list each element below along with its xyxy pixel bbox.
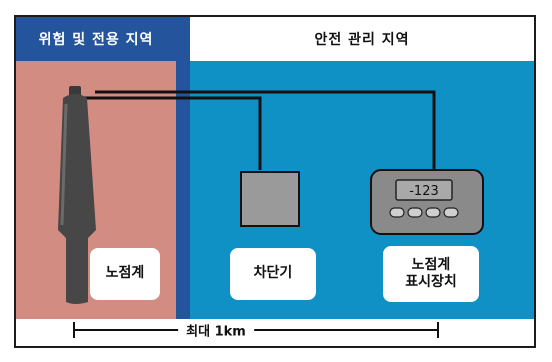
display-button-3 [425, 207, 441, 218]
dewpoint-probe [58, 86, 96, 304]
display-unit: -123 [370, 169, 484, 235]
display-unit-label: 노점계 표시장치 [383, 246, 479, 302]
cable-to-display [95, 90, 436, 170]
display-button-4 [443, 207, 459, 218]
display-screen [395, 179, 453, 201]
display-button-1 [389, 207, 405, 218]
breaker-box [240, 171, 300, 227]
distance-line [73, 322, 439, 338]
dewpoint-meter-label: 노점계 [90, 248, 160, 300]
display-button-2 [407, 207, 423, 218]
distance-bar [16, 319, 534, 346]
safe-zone-title: 안전 관리 지역 [190, 17, 534, 61]
hazard-zone-title: 위험 및 전용 지역 [16, 17, 176, 61]
max-distance-label: 최대 1km [178, 320, 254, 340]
breaker-label: 차단기 [230, 248, 316, 300]
display-reading: -123 [409, 184, 439, 199]
